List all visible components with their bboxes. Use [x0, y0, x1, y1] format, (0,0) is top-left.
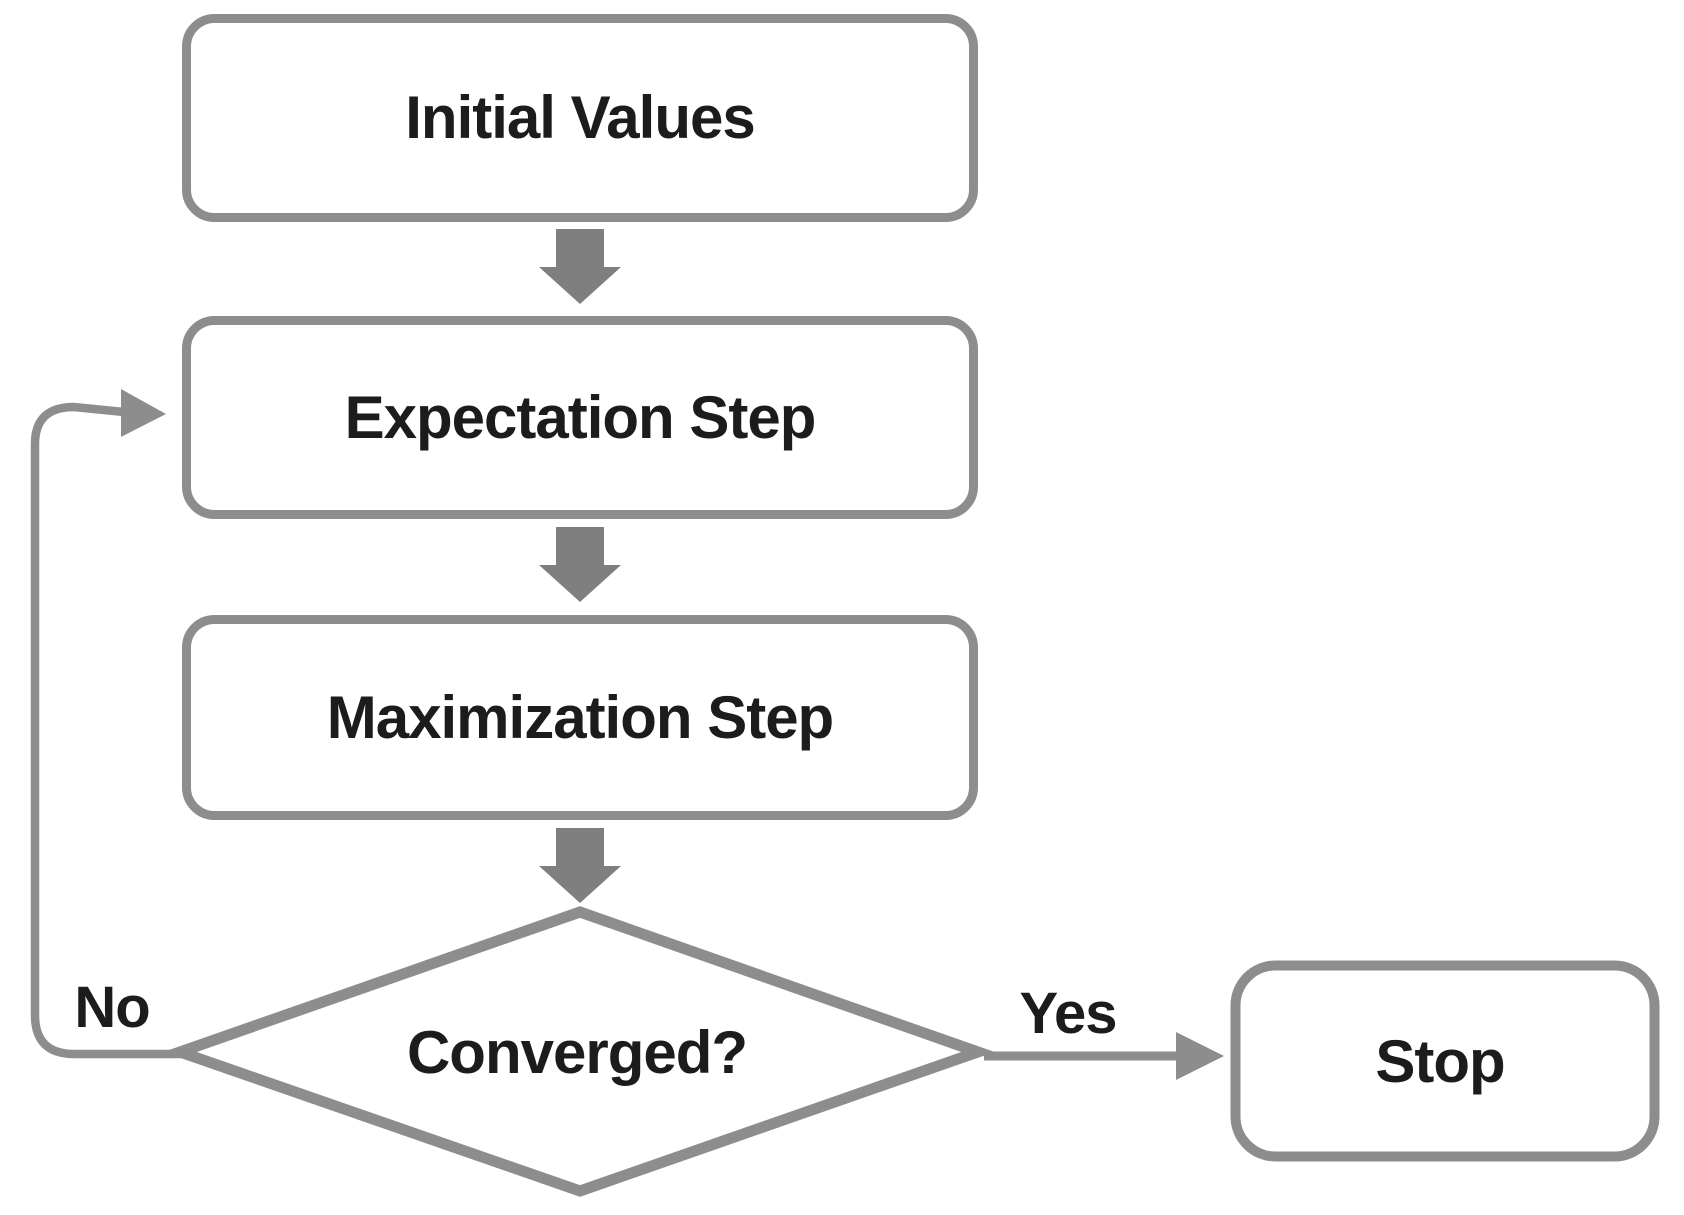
down-block-arrow-2-icon [539, 527, 621, 602]
yes-arrowhead-icon [1176, 1032, 1224, 1080]
node-expectation-step [182, 316, 978, 519]
down-block-arrow-3-icon [539, 828, 621, 903]
no-loop-connector-line [30, 402, 184, 1059]
yes-edge-label: Yes [1019, 981, 1118, 1046]
node-maximization-step [182, 615, 978, 820]
initial-values-label: Initial Values [405, 84, 755, 151]
node-converged-decision [163, 906, 995, 1197]
node-initial-values [182, 14, 978, 222]
node-stop [1230, 960, 1660, 1162]
maximization-step-label: Maximization Step [326, 684, 834, 751]
expectation-step-label: Expectation Step [344, 384, 817, 451]
stop-label: Stop [1375, 1028, 1505, 1095]
no-edge-label: No [74, 975, 150, 1040]
down-block-arrow-1-icon [539, 229, 621, 304]
no-loop-arrowhead-icon [121, 389, 166, 437]
converged-label: Converged? [406, 1019, 748, 1086]
